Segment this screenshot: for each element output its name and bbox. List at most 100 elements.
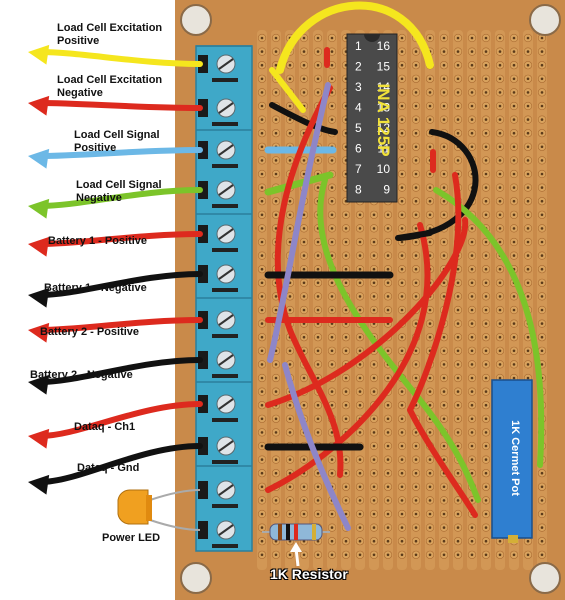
pad-hole [316, 485, 320, 489]
pad-hole [512, 77, 516, 81]
pad-hole [288, 499, 292, 502]
pad-hole [484, 512, 488, 516]
pad-hole [302, 213, 306, 217]
pad-hole [372, 417, 376, 421]
pad-hole [288, 458, 292, 461]
pad-hole [470, 91, 474, 94]
arrow-dataq-gnd-head [28, 474, 50, 495]
pad-hole [372, 267, 376, 271]
pad-hole [302, 335, 306, 339]
pad-hole [526, 349, 530, 353]
pad-hole [498, 199, 502, 203]
pad-hole [316, 308, 320, 312]
pad-hole [400, 172, 404, 176]
pad-hole [400, 512, 404, 516]
pad-hole [274, 91, 278, 94]
pad-hole [400, 77, 404, 81]
pad-hole [260, 417, 264, 421]
pad-hole [274, 417, 278, 421]
pad-hole [442, 417, 446, 421]
pad-hole [484, 376, 488, 380]
pad-hole [540, 267, 544, 271]
pad-hole [470, 308, 474, 312]
pad-hole [512, 199, 516, 203]
pad-hole [274, 376, 278, 380]
terminal-bar [212, 78, 238, 82]
pad-hole [274, 36, 278, 40]
pad-hole [260, 512, 264, 516]
pad-hole [330, 390, 334, 393]
pad-hole [344, 539, 348, 543]
pad-hole [260, 104, 264, 108]
pad-hole [400, 186, 404, 189]
pad-hole [484, 295, 488, 298]
pad-hole [288, 77, 292, 81]
pad-hole [442, 172, 446, 176]
pad-hole [470, 335, 474, 339]
pad-hole [484, 349, 488, 353]
arrow-signal-negative-head [28, 198, 50, 219]
pad-hole [456, 376, 460, 380]
pad-hole [344, 267, 348, 271]
pad-hole [274, 458, 278, 461]
pad-hole [344, 553, 348, 557]
pad-hole [344, 227, 348, 230]
pad-hole [400, 458, 404, 461]
pad-hole [414, 77, 418, 81]
pad-hole [386, 308, 390, 312]
pad-hole [526, 131, 530, 135]
pad-hole [414, 471, 418, 475]
pad-hole [330, 308, 334, 312]
pad-hole [260, 131, 264, 135]
pad-hole [456, 403, 460, 407]
terminal-bar [212, 544, 238, 548]
pad-hole [414, 199, 418, 203]
led-body [117, 489, 149, 525]
pad-hole [260, 91, 264, 94]
pad-hole [358, 254, 362, 257]
pad-hole [484, 186, 488, 189]
pad-hole [470, 363, 474, 366]
pad-hole [428, 172, 432, 176]
pad-hole [386, 512, 390, 516]
pad-hole [274, 390, 278, 393]
pad-hole [260, 390, 264, 393]
pad-hole [386, 485, 390, 489]
pad-hole [260, 118, 264, 121]
pad-hole [316, 267, 320, 271]
pad-hole [400, 213, 404, 217]
pad-hole [498, 539, 502, 543]
pad-hole [302, 376, 306, 380]
pad-hole [414, 91, 418, 94]
pad-hole [526, 240, 530, 244]
jumper-wire-black [269, 102, 338, 135]
pad-hole [302, 539, 306, 543]
pad-hole [428, 458, 432, 461]
pad-hole [274, 118, 278, 121]
pad-hole [428, 213, 432, 217]
pad-hole [330, 335, 334, 339]
pad-hole [386, 213, 390, 217]
pad-hole [414, 363, 418, 366]
pad-hole [260, 199, 264, 203]
pad-hole [414, 145, 418, 149]
pad-hole [302, 254, 306, 257]
pad-hole [260, 172, 264, 176]
pad-hole [484, 308, 488, 312]
screw-slot [218, 314, 234, 326]
pad-hole [484, 499, 488, 502]
pad-hole [428, 36, 432, 40]
pad-hole [372, 539, 376, 543]
pad-hole [470, 227, 474, 230]
pad-hole [442, 376, 446, 380]
pin-number-left: 1 [355, 39, 362, 53]
pad-hole [540, 36, 544, 40]
pad-hole [302, 458, 306, 461]
pad-hole [470, 444, 474, 448]
pad-hole [386, 295, 390, 298]
pad-hole [372, 431, 376, 434]
pad-hole [400, 431, 404, 434]
pad-hole [288, 403, 292, 407]
pad-hole [540, 254, 544, 257]
